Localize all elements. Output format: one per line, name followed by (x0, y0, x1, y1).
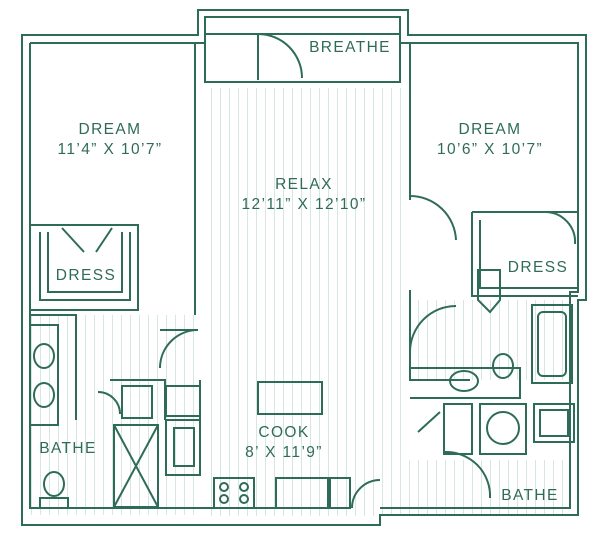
left-closet-doors (61, 227, 113, 253)
left-sink-2 (33, 382, 55, 408)
linen-closet-right (443, 403, 473, 455)
right-closet (471, 211, 578, 297)
right-sink (449, 370, 479, 392)
dryer (533, 403, 575, 443)
kitchen-sink-counter (165, 419, 201, 476)
right-toilet (492, 353, 514, 379)
dryer-inner (539, 409, 569, 437)
right-vanity (410, 367, 521, 399)
right-bedroom-door-1 (409, 194, 457, 241)
room-name-bathe-left: BATHE (39, 440, 97, 457)
left-bedroom-door (159, 329, 199, 369)
washer (479, 403, 527, 455)
right-tub (531, 304, 573, 384)
right-closet-doors (544, 210, 577, 245)
balcony-wall (204, 33, 401, 83)
room-name-relax: RELAX (275, 176, 333, 193)
room-name-dream-right: DREAM (459, 121, 522, 138)
room-name-bathe-right: BATHE (501, 487, 559, 504)
left-closet (39, 232, 131, 301)
burner (219, 494, 229, 504)
left-shower-x (113, 424, 159, 508)
left-toilet-bowl (43, 471, 65, 497)
burner (239, 482, 249, 492)
left-sink-1 (33, 343, 55, 369)
linen-closet (121, 385, 153, 419)
right-tub-inner (537, 311, 567, 377)
left-bath-door (97, 391, 121, 415)
right-closet-shelf (477, 269, 501, 314)
room-dims-dream-right: 10’6” X 10’7” (437, 141, 543, 158)
left-bedroom-wall (30, 43, 196, 315)
room-name-cook: COOK (258, 424, 309, 441)
left-toilet-tank (39, 497, 69, 509)
burner (219, 482, 229, 492)
range (213, 477, 255, 509)
room-dims-dream-left: 11’4” X 10’7” (58, 141, 163, 158)
entry-door (351, 479, 381, 509)
right-laundry-door (417, 411, 492, 499)
left-vanity (29, 324, 59, 426)
kitchen-island (257, 381, 323, 415)
balcony-door (257, 33, 303, 80)
kitchen-sink (173, 427, 195, 467)
burner (239, 494, 249, 504)
counter-run (275, 477, 329, 509)
room-name-breathe: BREATHE (309, 39, 391, 56)
room-dims-cook: 8’ X 11’9” (245, 444, 323, 461)
left-shower (113, 424, 159, 508)
room-name-dream-left: DREAM (79, 121, 142, 138)
fridge (165, 385, 201, 417)
room-name-dress-right: DRESS (508, 259, 568, 276)
room-name-dress-left: DRESS (56, 267, 116, 284)
right-bedroom-door-2 (409, 296, 457, 353)
room-dims-relax: 12’11” X 12’10” (242, 196, 367, 213)
washer-drum (486, 411, 520, 445)
exterior-wall (21, 9, 587, 526)
dishwasher (329, 477, 351, 509)
